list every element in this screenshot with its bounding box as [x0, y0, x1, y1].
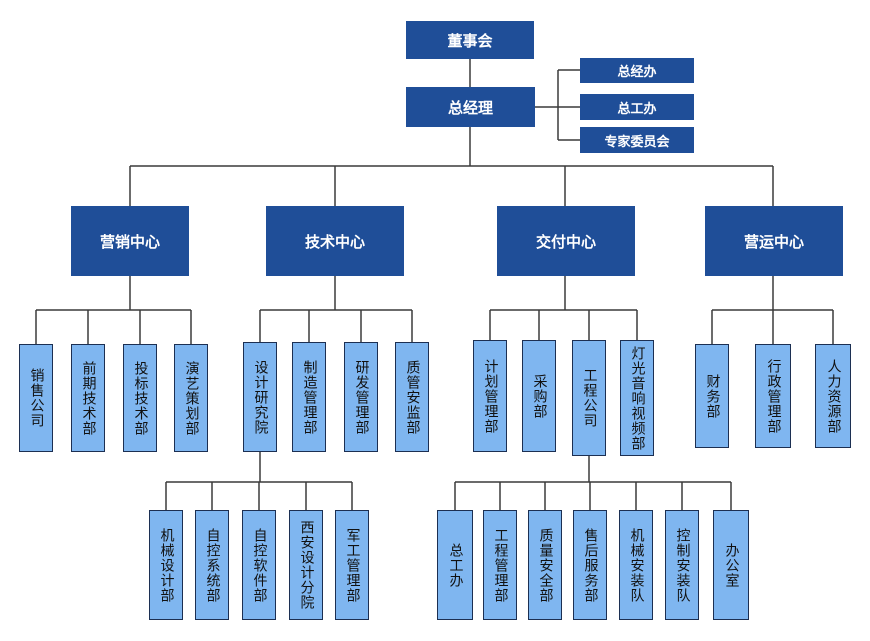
sub-quality-safety: 质量安全部 — [528, 510, 562, 620]
sub-mechanical-install: 机械安装队 — [619, 510, 653, 620]
gm-box: 总经理 — [406, 87, 535, 127]
sub-military-mgmt: 军工管理部 — [335, 510, 369, 620]
sub-project-mgmt: 工程管理部 — [483, 510, 517, 620]
dept-rd-mgmt: 研发管理部 — [344, 342, 378, 452]
sub-control-install: 控制安装队 — [665, 510, 699, 620]
sub-after-sales: 售后服务部 — [573, 510, 607, 620]
dept-performance-planning: 演艺策划部 — [174, 344, 208, 452]
center-tech-box: 技术中心 — [266, 206, 404, 276]
staff-chief-engineer-box: 总工办 — [580, 94, 694, 120]
dept-design-institute: 设计研究院 — [243, 342, 277, 452]
staff-office-box: 总经办 — [580, 58, 694, 83]
dept-quality-safety: 质管安监部 — [395, 342, 429, 452]
sub-xian-branch: 西安设计分院 — [289, 510, 323, 620]
sub-mechanical-design: 机械设计部 — [149, 510, 183, 620]
dept-admin-mgmt: 行政管理部 — [755, 344, 791, 448]
dept-manufacturing-mgmt: 制造管理部 — [292, 342, 326, 452]
center-delivery-box: 交付中心 — [497, 206, 635, 276]
sub-control-systems: 自控系统部 — [195, 510, 229, 620]
center-ops-box: 营运中心 — [705, 206, 843, 276]
dept-procurement: 采购部 — [522, 340, 556, 452]
dept-lighting-av: 灯光音响视频部 — [620, 340, 654, 456]
staff-expert-committee-box: 专家委员会 — [580, 127, 694, 153]
sub-office: 办公室 — [713, 510, 749, 620]
dept-preliminary-tech: 前期技术部 — [71, 344, 105, 452]
sub-control-software: 自控软件部 — [242, 510, 276, 620]
board-box: 董事会 — [406, 21, 534, 59]
dept-bidding-tech: 投标技术部 — [123, 344, 157, 452]
dept-engineering-company: 工程公司 — [572, 340, 606, 456]
sub-chief-engineer-office: 总工办 — [437, 510, 473, 620]
dept-planning-mgmt: 计划管理部 — [473, 340, 507, 452]
dept-sales-company: 销售公司 — [19, 344, 53, 452]
dept-human-resources: 人力资源部 — [815, 344, 851, 448]
center-marketing-box: 营销中心 — [71, 206, 189, 276]
dept-finance: 财务部 — [695, 344, 729, 448]
